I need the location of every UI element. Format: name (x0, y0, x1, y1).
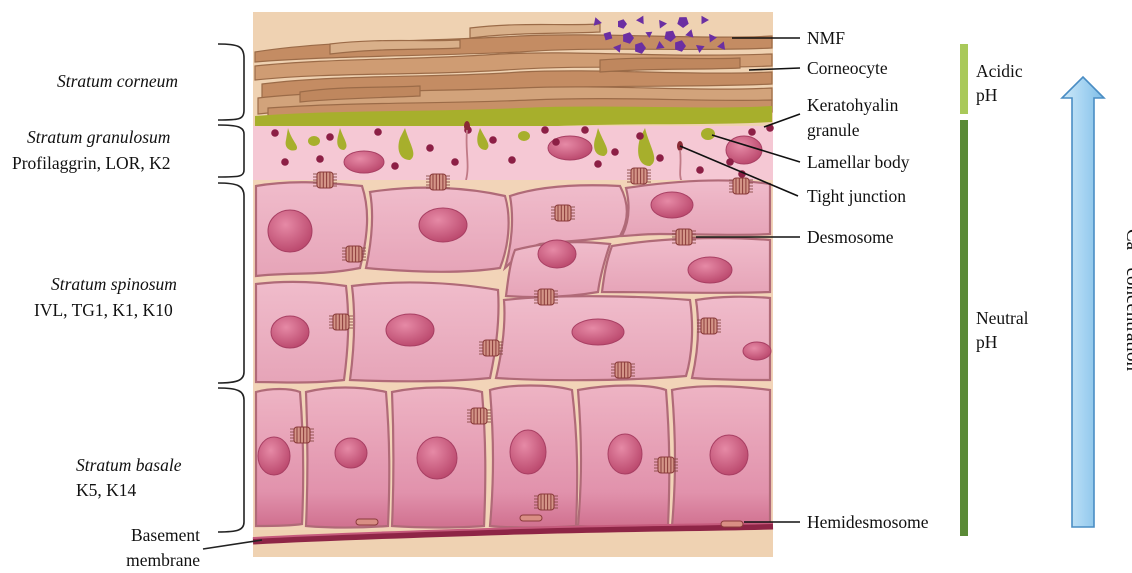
label-tight-junction: Tight junction (807, 185, 906, 207)
keratohyalin-granule (271, 129, 279, 137)
desmosome (479, 340, 503, 356)
bracket-granulosum (218, 125, 244, 177)
layer-brackets (218, 44, 244, 532)
layer-markers-spinosum: IVL, TG1, K1, K10 (34, 299, 173, 321)
desmosome (729, 178, 753, 194)
desmosome (697, 318, 721, 334)
desmosome (329, 314, 353, 330)
label-desmosome: Desmosome (807, 226, 894, 248)
acidic-ph-bar (960, 44, 968, 114)
desmosome (551, 205, 575, 221)
basement-membrane-label: Basement membrane (104, 523, 200, 573)
desmosome (627, 168, 651, 184)
label-acidic-ph: Acidic pH (976, 59, 1036, 107)
keratohyalin-granule (451, 158, 459, 166)
keratohyalin-granule (726, 158, 734, 166)
layer-name-basale: Stratum basale (76, 454, 182, 476)
keratohyalin-granule (696, 166, 704, 174)
calcium-label: Ca2+ concentration (1122, 229, 1132, 372)
label-corneocyte: Corneocyte (807, 57, 888, 79)
keratohyalin-granule (281, 158, 289, 166)
keratohyalin-granule (594, 160, 602, 168)
desmosome (342, 246, 366, 262)
desmosome (534, 289, 558, 305)
keratohyalin-granule (489, 136, 497, 144)
bracket-basale (218, 388, 244, 532)
desmosome (654, 457, 678, 473)
desmosome (672, 229, 696, 245)
keratohyalin-granule (374, 128, 382, 136)
keratohyalin-granule (748, 128, 756, 136)
keratohyalin-granule (581, 126, 589, 134)
keratohyalin-granule (426, 144, 434, 152)
layer-name-granulosum: Stratum granulosum (27, 126, 170, 148)
bracket-spinosum (218, 183, 244, 383)
label-keratohyalin-granule: Keratohyalin granule (807, 93, 925, 143)
neutral-ph-bar (960, 120, 968, 536)
layer-markers-basale: K5, K14 (76, 479, 136, 501)
calcium-gradient-arrow (1062, 77, 1104, 527)
desmosome (611, 362, 635, 378)
bracket-corneum (218, 44, 244, 120)
keratohyalin-granule (611, 148, 619, 156)
keratohyalin-granule (636, 132, 644, 140)
desmosome (426, 174, 450, 190)
keratohyalin-granule (326, 133, 334, 141)
keratohyalin-granule (656, 154, 664, 162)
label-lamellar-body: Lamellar body (807, 151, 910, 173)
keratohyalin-granule (541, 126, 549, 134)
keratohyalin-granule (316, 155, 324, 163)
desmosome (467, 408, 491, 424)
layer-name-spinosum: Stratum spinosum (51, 273, 177, 295)
desmosome (534, 494, 558, 510)
layer-name-corneum: Stratum corneum (57, 70, 178, 92)
label-hemidesmosome: Hemidesmosome (807, 511, 929, 533)
label-nmf: NMF (807, 27, 845, 49)
desmosome (313, 172, 337, 188)
label-neutral-ph: Neutral pH (976, 306, 1036, 354)
desmosome (290, 427, 314, 443)
keratohyalin-granule (508, 156, 516, 164)
keratohyalin-granule (552, 138, 560, 146)
keratohyalin-granule (391, 162, 399, 170)
layer-markers-granulosum: Profilaggrin, LOR, K2 (12, 152, 170, 174)
